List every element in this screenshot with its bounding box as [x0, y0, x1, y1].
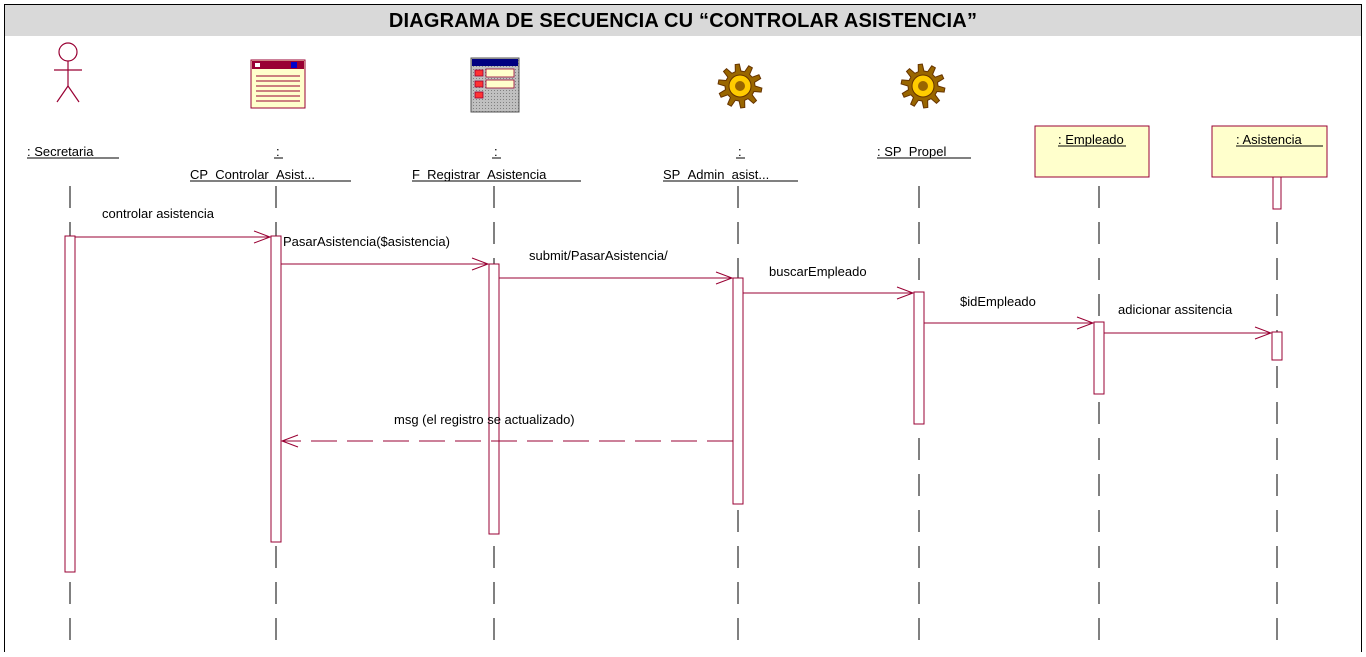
- lifeline-label-form: F_Registrar_Asistencia: [412, 167, 547, 182]
- sequence-canvas: : Secretaria : CP_Controlar_Asist... : F…: [4, 36, 1362, 652]
- activation-empleado: [1093, 321, 1105, 395]
- activation-cp: [270, 235, 282, 543]
- object-box-asistencia: : Asistencia: [1211, 125, 1328, 178]
- activation-form: [488, 263, 500, 535]
- message-arrow-1: [75, 230, 272, 244]
- lifeline-label-secretaria: : Secretaria: [27, 144, 94, 159]
- activation-spadmin: [732, 277, 744, 505]
- message-label-1: controlar asistencia: [102, 206, 215, 221]
- message-arrow-2: [281, 257, 490, 271]
- lifeline-label-spadmin-prefix: :: [738, 144, 742, 159]
- activation-secretaria: [64, 235, 76, 573]
- activation-asistencia: [1271, 331, 1283, 361]
- client-page-icon: [250, 59, 306, 109]
- object-box-empleado: : Empleado: [1034, 125, 1150, 178]
- lifeline-label-cp-prefix: :: [276, 144, 280, 159]
- lifeline-label-spadmin: SP_Admin_asist...: [663, 167, 769, 182]
- message-label-5: $idEmpleado: [960, 294, 1036, 309]
- return-message-label: msg (el registro se actualizado): [394, 412, 575, 427]
- message-label-4: buscarEmpleado: [769, 264, 867, 279]
- lifelines: [69, 186, 1278, 652]
- actor-icon: [54, 42, 82, 103]
- server-page-gear-icon: [900, 63, 946, 109]
- return-message-arrow: [280, 434, 733, 448]
- object-label-asistencia: : Asistencia: [1236, 132, 1303, 147]
- message-label-6: adicionar assitencia: [1118, 302, 1233, 317]
- message-label-2: PasarAsistencia($asistencia): [283, 234, 450, 249]
- messages: [75, 230, 1273, 448]
- activation-asistencia-top: [1272, 176, 1282, 210]
- message-label-3: submit/PasarAsistencia/: [529, 248, 668, 263]
- lifeline-label-sppropel: : SP_Propel: [877, 144, 946, 159]
- form-icon: [470, 57, 520, 113]
- message-arrow-5: [924, 316, 1095, 330]
- object-label-empleado: : Empleado: [1058, 132, 1124, 147]
- message-arrow-6: [1104, 326, 1273, 340]
- lifeline-label-form-prefix: :: [494, 144, 498, 159]
- message-arrow-3: [499, 271, 734, 285]
- message-arrow-4: [743, 286, 915, 300]
- activation-sppropel: [913, 291, 925, 425]
- server-page-gear-icon: [717, 63, 763, 109]
- title-bar: DIAGRAMA DE SECUENCIA CU “CONTROLAR ASIS…: [4, 4, 1362, 36]
- sequence-diagram: : Secretaria : CP_Controlar_Asist... : F…: [27, 42, 1328, 652]
- diagram-title: DIAGRAMA DE SECUENCIA CU “CONTROLAR ASIS…: [388, 10, 978, 32]
- lifeline-label-cp: CP_Controlar_Asist...: [190, 167, 315, 182]
